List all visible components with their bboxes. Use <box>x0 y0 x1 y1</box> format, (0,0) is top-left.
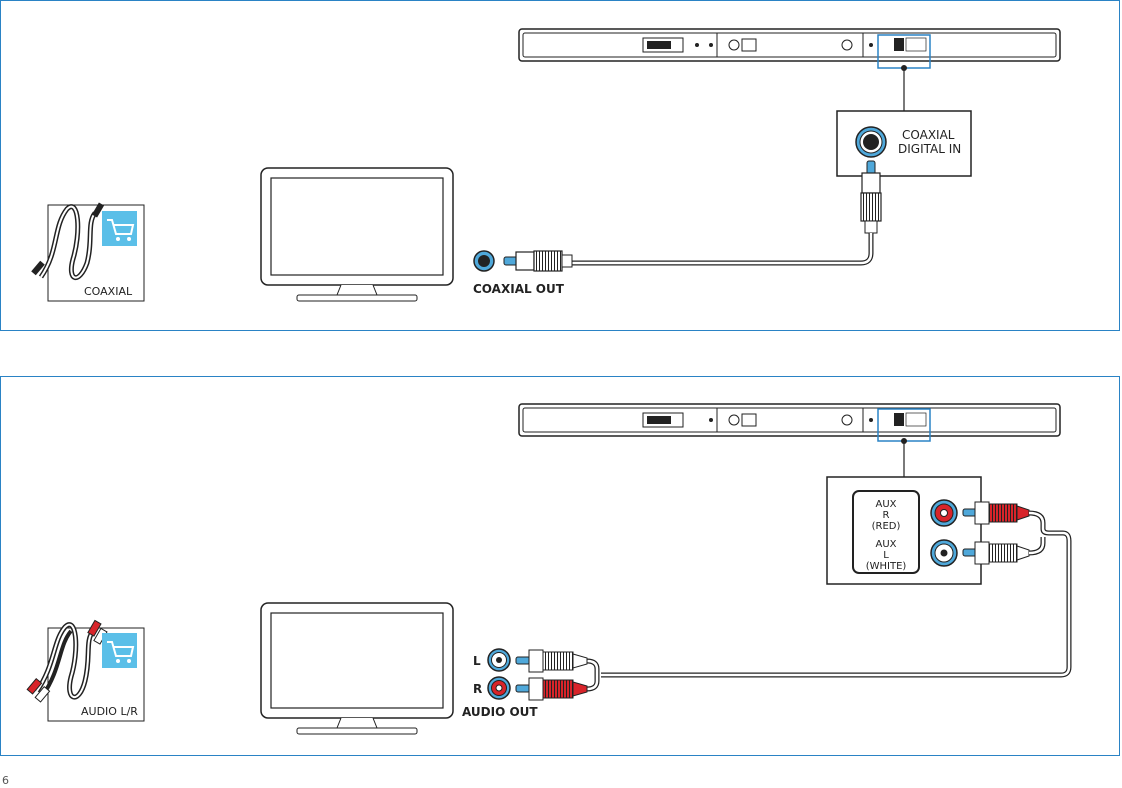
soundbar <box>518 403 1061 442</box>
rca-plug-red-tv <box>515 677 588 701</box>
rca-plug-white-tv <box>515 649 588 673</box>
audio-lr-cable-kit: AUDIO L/R <box>26 619 145 722</box>
aux-l-jack <box>930 539 958 567</box>
coaxial-kit-label: COAXIAL <box>84 285 133 298</box>
aux-r-label-2: R <box>883 510 890 521</box>
tv <box>260 167 454 302</box>
coaxial-plug-horizontal <box>503 250 573 272</box>
tv-coaxial-out-jack <box>473 250 495 272</box>
cart-icon <box>107 219 135 241</box>
cart-icon <box>107 641 135 663</box>
audio-lr-connection-panel: AUX R (RED) AUX L (WHITE) <box>0 376 1120 756</box>
aux-r-label-1: AUX <box>875 499 896 510</box>
coaxial-cable-kit: COAXIAL <box>31 202 145 302</box>
rca-cable-icon <box>26 619 108 703</box>
aux-l-label-3: (WHITE) <box>866 561 907 572</box>
coaxial-port-label-1: COAXIAL <box>902 128 955 142</box>
coaxial-out-label: COAXIAL OUT <box>473 282 565 296</box>
tv-l-label: L <box>473 654 481 668</box>
coaxial-digital-in-port: COAXIAL DIGITAL IN <box>836 110 972 177</box>
aux-r-jack <box>930 499 958 527</box>
audio-lr-kit-label: AUDIO L/R <box>81 705 138 718</box>
rca-plug-white-aux <box>962 541 1030 565</box>
aux-l-label-1: AUX <box>875 539 896 550</box>
tv-audio-l-jack <box>487 648 511 672</box>
page-number: 6 <box>2 774 9 787</box>
soundbar <box>518 28 1061 69</box>
aux-r-label-3: (RED) <box>872 521 901 532</box>
aux-input-panel: AUX R (RED) AUX L (WHITE) <box>826 476 982 585</box>
coaxial-connection-panel: COAXIAL DIGITAL IN COAXIAL OUT <box>0 0 1120 331</box>
coaxial-port-label-2: DIGITAL IN <box>898 142 961 156</box>
tv-r-label: R <box>473 682 482 696</box>
aux-l-label-2: L <box>883 550 889 561</box>
tv <box>260 602 454 735</box>
audio-out-label: AUDIO OUT <box>462 705 538 719</box>
rca-plug-red-aux <box>962 501 1030 525</box>
tv-audio-r-jack <box>487 676 511 700</box>
